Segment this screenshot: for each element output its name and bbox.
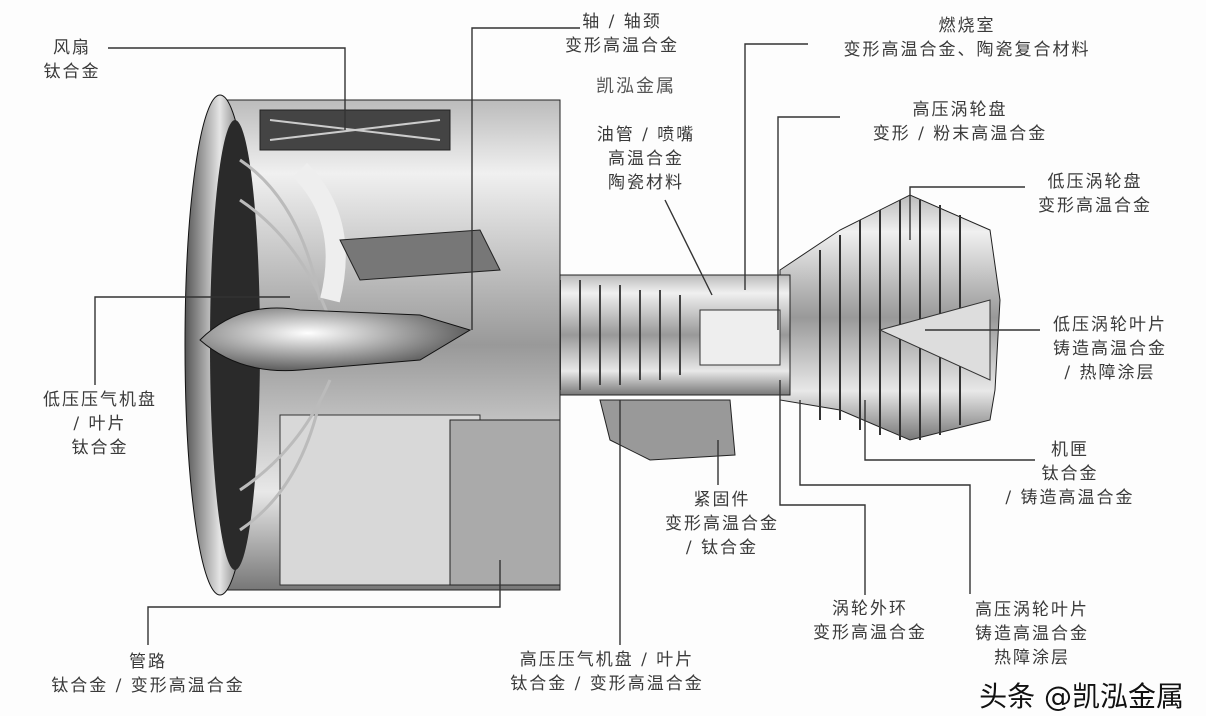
label-material: / 热障涂层 xyxy=(1064,363,1156,383)
label-lpt-blade: 低压涡轮叶片铸造高温合金 / 热障涂层 xyxy=(1053,313,1167,385)
label-part: 高压涡轮盘 xyxy=(912,100,1008,120)
nacelle-panel xyxy=(279,414,481,586)
label-hpt-blade: 高压涡轮叶片铸造高温合金热障涂层 xyxy=(975,598,1089,670)
label-part: 油管 / 喷嘴 xyxy=(596,125,696,145)
label-shaft: 轴 / 轴颈变形高温合金 xyxy=(565,10,679,58)
label-material: 高温合金 xyxy=(607,149,684,169)
label-material: 钛合金 / 变形高温合金 xyxy=(51,676,245,696)
label-material: 铸造高温合金 xyxy=(1053,339,1167,359)
label-material: 变形高温合金、陶瓷复合材料 xyxy=(843,40,1091,60)
label-part: 紧固件 xyxy=(693,490,751,510)
label-piping: 管路钛合金 / 变形高温合金 xyxy=(51,650,245,698)
label-material: 变形高温合金 xyxy=(1038,196,1152,216)
label-material: / 铸造高温合金 xyxy=(1005,488,1135,508)
label-hpt-disk: 高压涡轮盘变形 / 粉末高温合金 xyxy=(873,98,1048,146)
label-material: 变形高温合金 xyxy=(813,623,927,643)
label-material: 铸造高温合金 xyxy=(975,624,1089,644)
fan-blades xyxy=(239,158,346,532)
watermark: 头条 @凯泓金属 xyxy=(979,680,1184,713)
accessory-gearbox xyxy=(599,399,736,461)
label-part: / 叶片 xyxy=(73,414,127,434)
piping-block xyxy=(449,419,561,586)
label-part: 高压压气机盘 / 叶片 xyxy=(519,650,695,670)
label-part: 低压涡轮盘 xyxy=(1047,172,1143,192)
label-material: 钛合金 xyxy=(71,438,129,458)
label-material: 陶瓷材料 xyxy=(607,173,684,193)
leader-lines xyxy=(94,27,1040,645)
label-hpc: 高压压气机盘 / 叶片钛合金 / 变形高温合金 xyxy=(510,648,704,696)
label-part: 低压压气机盘 xyxy=(43,390,157,410)
label-material: 变形高温合金 xyxy=(565,36,679,56)
label-part: 低压涡轮叶片 xyxy=(1053,315,1167,335)
label-material: 变形高温合金 xyxy=(665,514,779,534)
exhaust-cone xyxy=(878,299,991,381)
label-part: 涡轮外环 xyxy=(832,599,908,619)
label-fastener: 紧固件变形高温合金 / 钛合金 xyxy=(665,488,779,560)
label-material: 变形 / 粉末高温合金 xyxy=(872,124,1048,144)
label-material: 钛合金 / 变形高温合金 xyxy=(510,674,704,694)
label-material: 钛合金 xyxy=(1041,464,1099,484)
label-combustor: 燃烧室变形高温合金、陶瓷复合材料 xyxy=(844,14,1091,62)
label-fan: 风扇钛合金 xyxy=(44,36,101,84)
label-material: / 钛合金 xyxy=(685,538,759,558)
spinner xyxy=(199,307,472,372)
label-material: 钛合金 xyxy=(43,62,101,82)
label-casing: 机匣钛合金 / 铸造高温合金 xyxy=(1005,438,1134,510)
label-material: 热障涂层 xyxy=(994,648,1070,668)
brand-mark: 凯泓金属 xyxy=(596,76,676,97)
label-fuel-nozzle: 油管 / 喷嘴高温合金陶瓷材料 xyxy=(597,123,696,195)
label-turbine-shroud: 涡轮外环变形高温合金 xyxy=(813,597,927,645)
booster-stage xyxy=(339,229,501,281)
combustor-body xyxy=(699,309,781,366)
label-lpc: 低压压气机盘 / 叶片钛合金 xyxy=(43,388,157,460)
label-part: 燃烧室 xyxy=(938,16,996,36)
label-part: 机匣 xyxy=(1050,440,1089,460)
label-part: 管路 xyxy=(128,652,167,672)
label-part: 高压涡轮叶片 xyxy=(975,600,1089,620)
label-part: 轴 / 轴颈 xyxy=(582,12,662,32)
label-lpt-disk: 低压涡轮盘变形高温合金 xyxy=(1038,170,1152,218)
label-part: 风扇 xyxy=(53,38,91,58)
